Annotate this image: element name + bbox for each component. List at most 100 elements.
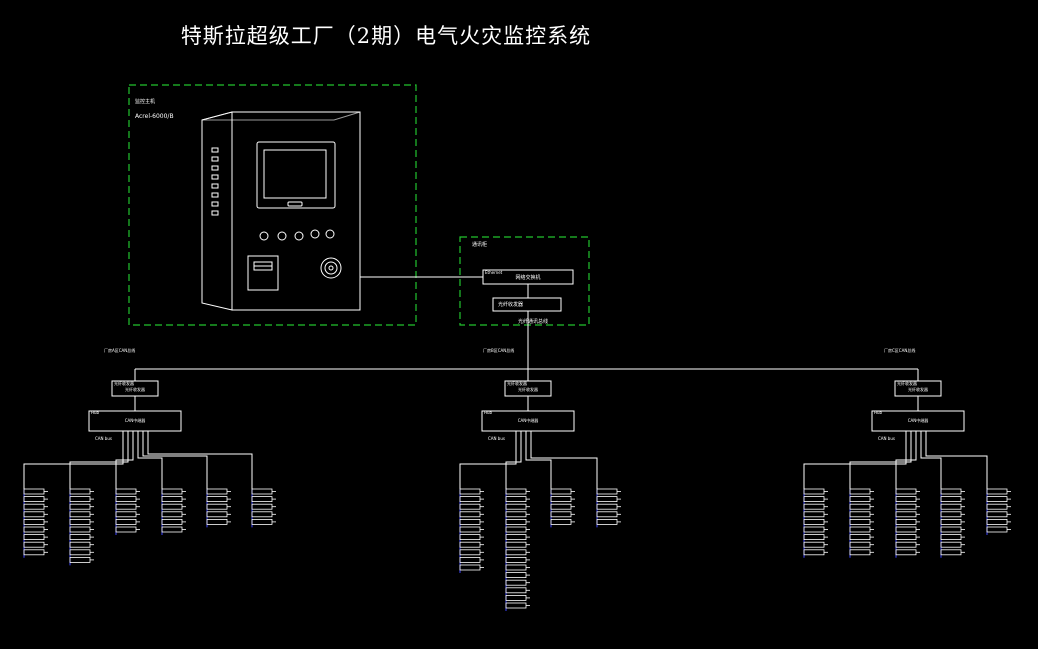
detector-module <box>115 503 137 510</box>
detector-module <box>849 511 871 518</box>
detector-module <box>161 496 183 503</box>
feeder-line <box>69 431 129 489</box>
detector-module <box>895 534 917 540</box>
detector-module <box>550 496 572 503</box>
feeder-line <box>920 431 942 489</box>
detector-module <box>849 503 871 510</box>
detector-module <box>206 519 228 525</box>
detector-module <box>505 602 527 609</box>
detector-module <box>459 534 481 540</box>
detector-module <box>895 488 917 495</box>
detector-module <box>986 488 1008 495</box>
detector-module <box>849 496 871 503</box>
feeder-line <box>849 431 912 489</box>
detector-module <box>23 534 45 540</box>
detector-module <box>803 526 825 533</box>
detector-module <box>459 503 481 510</box>
detector-module <box>69 549 91 556</box>
detector-module <box>459 511 481 518</box>
comm-bottom-label: 光纤通讯总线 <box>518 318 548 325</box>
detector-module <box>505 488 527 495</box>
detector-module <box>23 541 45 548</box>
detector-module <box>505 549 527 556</box>
detector-module <box>986 496 1008 503</box>
indicator-led <box>211 210 219 216</box>
branch-converter-tag: 光纤收发器 <box>897 380 917 386</box>
bus-tag: CAN bus <box>488 436 505 441</box>
detector-module <box>69 541 91 548</box>
detector-module <box>505 526 527 533</box>
detector-module <box>505 496 527 503</box>
hub-tag: Hub <box>91 410 100 415</box>
gateway-tag: Ethernet <box>485 270 503 275</box>
detector-module <box>849 541 871 548</box>
hub-label: CAN中继器 <box>908 417 929 423</box>
monitoring-host-cabinet <box>201 111 361 311</box>
detector-module <box>505 519 527 525</box>
indicator-led <box>211 156 219 162</box>
host-model: Acrel-6000/B <box>135 113 174 120</box>
branch-converter-label: 光纤收发器 <box>908 386 928 392</box>
detector-module <box>849 488 871 495</box>
host-dashed-frame <box>128 84 417 326</box>
host-label: 监控主机 <box>135 98 155 105</box>
detector-module <box>505 511 527 518</box>
detector-module <box>596 488 618 495</box>
feeder-line <box>803 431 907 489</box>
feeder-line <box>23 431 124 489</box>
hub-box <box>481 410 575 432</box>
feeder-line <box>137 431 163 489</box>
detector-module <box>69 519 91 525</box>
indicator-led <box>211 183 219 189</box>
detector-module <box>505 587 527 594</box>
detector-module <box>206 496 228 503</box>
hub-box <box>871 410 965 432</box>
detector-module <box>23 503 45 510</box>
indicator-led <box>211 147 219 153</box>
hub-label: CAN中继器 <box>518 417 539 423</box>
branch-label: 厂房B区CAN总线 <box>483 347 514 353</box>
comm-cabinet-label: 通讯柜 <box>472 241 487 248</box>
detector-module <box>251 511 273 518</box>
hub-label: CAN中继器 <box>125 417 146 423</box>
detector-module <box>251 519 273 525</box>
branch-converter-label: 光纤收发器 <box>518 386 538 392</box>
detector-module <box>940 534 962 540</box>
detector-module <box>550 519 572 525</box>
detector-module <box>596 503 618 510</box>
detector-module <box>596 496 618 503</box>
detector-module <box>803 496 825 503</box>
detector-module <box>895 526 917 533</box>
bus-tag: CAN bus <box>95 436 112 441</box>
indicator-led <box>211 201 219 207</box>
detector-module <box>940 549 962 556</box>
detector-module <box>161 519 183 525</box>
detector-module <box>459 557 481 563</box>
detector-module <box>940 541 962 548</box>
detector-module <box>986 526 1008 533</box>
hub-tag: Hub <box>874 410 883 415</box>
detector-module <box>505 564 527 571</box>
detector-module <box>69 503 91 510</box>
detector-module <box>986 503 1008 510</box>
detector-module <box>23 519 45 525</box>
detector-module <box>161 503 183 510</box>
detector-module <box>115 526 137 533</box>
feeder-line <box>925 431 988 489</box>
detector-module <box>596 511 618 518</box>
detector-module <box>895 496 917 503</box>
feeder-line <box>142 431 208 489</box>
detector-module <box>986 519 1008 525</box>
detector-module <box>459 564 481 571</box>
hub-tag: Hub <box>484 410 493 415</box>
bus-tag: CAN bus <box>878 436 895 441</box>
detector-module <box>251 488 273 495</box>
detector-module <box>69 511 91 518</box>
detector-module <box>69 488 91 495</box>
comm-converter-label: 光纤收发器 <box>498 301 523 308</box>
detector-module <box>505 541 527 548</box>
detector-module <box>206 511 228 518</box>
feeder-line <box>525 431 552 489</box>
